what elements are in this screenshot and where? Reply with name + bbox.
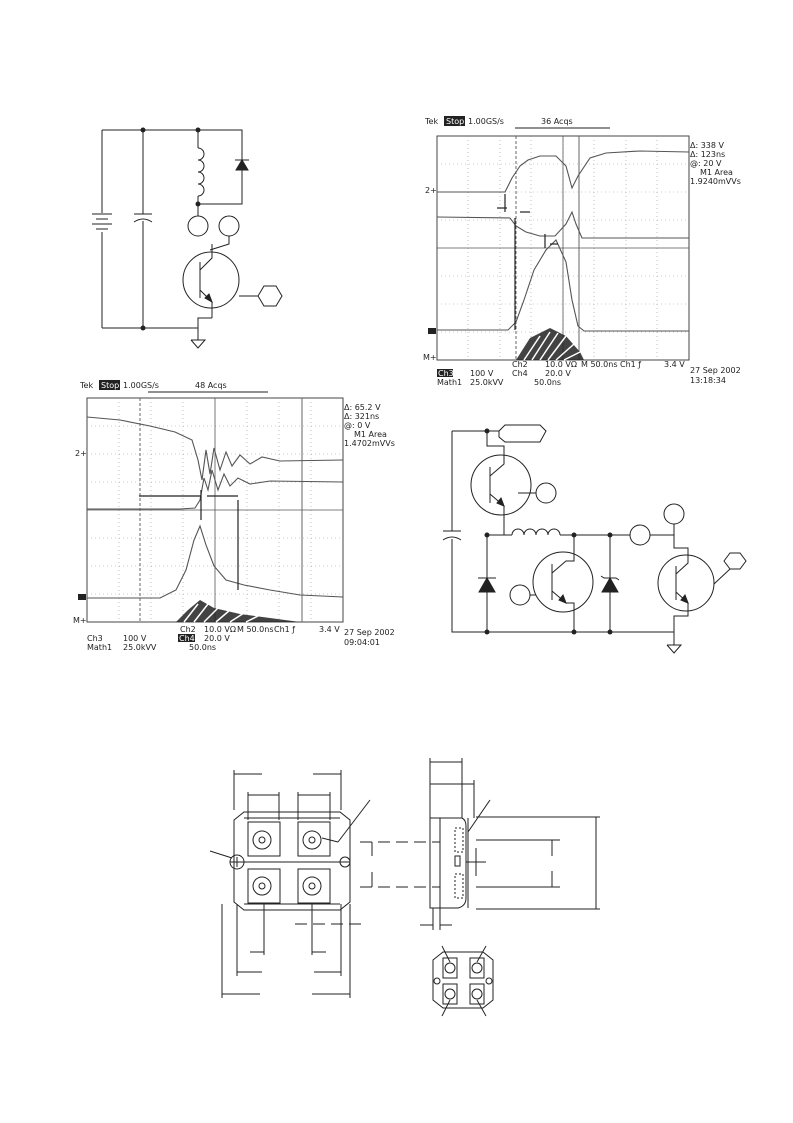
scope-bottom-meas-3: @: 0 V <box>344 421 371 430</box>
test-circuit-top-left <box>92 127 283 349</box>
scope-bottom-row1-scale: 10.0 VΩ <box>204 625 236 634</box>
oscilloscope-capture-bottom: Tek Stop 1.00GS/s 48 Acqs <box>73 380 395 652</box>
scope-top-row1-scale: 10.0 VΩ <box>545 360 577 369</box>
scope-bottom-acqs: 48 Acqs <box>195 381 227 390</box>
scope-top-row2-ch4: Ch4 <box>512 369 528 378</box>
scope-bottom-row2-ch3: Ch3 <box>87 634 103 643</box>
scope-top-ch3-badge <box>437 369 453 377</box>
scope-bottom-row3-v: 25.0kVV <box>123 643 157 652</box>
scope-top-meas-1: Δ: 338 V <box>690 141 725 150</box>
scope-bottom-rate: 1.00GS/s <box>123 381 159 390</box>
scope-bottom-m-marker: M+ <box>73 616 87 625</box>
scope-top-date: 27 Sep 2002 <box>690 366 741 375</box>
scope-top-row1-time: M 50.0ns <box>581 360 618 369</box>
scope-bottom-meas-2: Δ: 321ns <box>344 412 379 421</box>
scope-bottom-brand: Tek <box>79 381 93 390</box>
scope-top-time: 13:18:34 <box>690 376 726 385</box>
scope-top-meas-5: 1.9240mVVs <box>690 177 741 186</box>
scope-top-row2-ch3: Ch3 <box>438 369 454 378</box>
scope-top-row2-v1: 100 V <box>470 369 494 378</box>
scope-bottom-meas-4: M1 Area <box>354 430 387 439</box>
scope-bottom-ch4-badge <box>178 634 195 642</box>
scope-top-row1-trig: Ch1 ƒ <box>620 360 641 369</box>
scope-bottom-row3-t: 50.0ns <box>189 643 216 652</box>
scope-top-m-marker: M+ <box>423 353 437 362</box>
package-outline-drawing <box>209 758 600 1017</box>
scope-bottom-meas-1: Δ: 65.2 V <box>344 403 381 412</box>
scope-top-row2-v2: 20.0 V <box>545 369 571 378</box>
scope-top-row1-ch: Ch2 <box>512 360 528 369</box>
scope-top-acqs: 36 Acqs <box>541 117 573 126</box>
scope-top-mode: Stop <box>446 117 464 126</box>
scope-bottom-row1-level: 3.4 V <box>319 625 340 634</box>
scope-bottom-meas-5: 1.4702mVVs <box>344 439 395 448</box>
scope-top-ch-ref-marker <box>428 328 436 334</box>
scope-bottom-row3-math: Math1 <box>87 643 112 652</box>
scope-bottom-row1-time: M 50.0ns <box>237 625 274 634</box>
scope-top-row3-v: 25.0kVV <box>470 378 504 387</box>
test-circuit-middle-right <box>442 424 747 654</box>
scope-top-row3-t: 50.0ns <box>534 378 561 387</box>
scope-top-row1-level: 3.4 V <box>664 360 685 369</box>
scope-bottom-row1-trig: Ch1 ƒ <box>274 625 295 634</box>
scope-bottom-row2-v2: 20.0 V <box>204 634 230 643</box>
scope-bottom-mode: Stop <box>101 381 119 390</box>
scope-bottom-row2-ch4: Ch4 <box>179 634 195 643</box>
scope-top-rate: 1.00GS/s <box>468 117 504 126</box>
scope-bottom-row2-v1: 100 V <box>123 634 147 643</box>
scope-top-meas-2: Δ: 123ns <box>690 150 725 159</box>
scope-bottom-date: 27 Sep 2002 <box>344 628 395 637</box>
scope-bottom-stop-badge <box>99 380 120 390</box>
scope-top-meas-3: @: 20 V <box>690 159 722 168</box>
scope-bottom-ch-ref-marker <box>78 594 86 600</box>
scope-bottom-time: 09:04:01 <box>344 638 380 647</box>
scope-top-row3-math: Math1 <box>437 378 462 387</box>
scope-top-meas-4: M1 Area <box>700 168 733 177</box>
scope-top-stop-badge <box>444 116 465 126</box>
scope-bottom-ch2-marker: 2+ <box>75 449 87 458</box>
scope-bottom-row1-ch: Ch2 <box>180 625 196 634</box>
oscilloscope-capture-top: Tek Stop 1.00GS/s 36 Acqs <box>423 116 741 387</box>
scope-top-brand: Tek <box>424 117 438 126</box>
scope-top-ch2-marker: 2+ <box>425 186 437 195</box>
